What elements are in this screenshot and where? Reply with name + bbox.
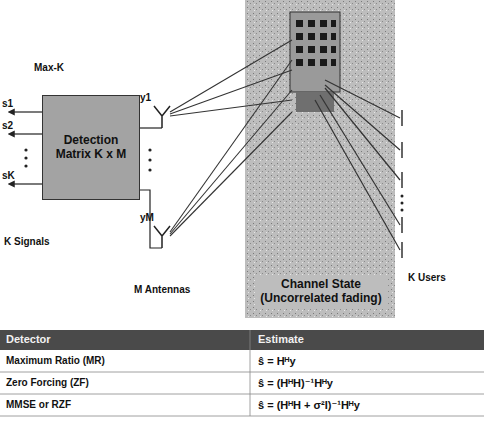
antenna-name: yM bbox=[140, 212, 154, 224]
signal-name: sK bbox=[2, 170, 15, 182]
antenna-rays bbox=[170, 40, 292, 236]
channel-panel-region: Channel State (Uncorrelated fading) bbox=[245, 0, 397, 318]
table-cell: Zero Forcing (ZF) bbox=[6, 377, 89, 389]
group-label: M Antennas bbox=[134, 284, 190, 296]
antenna-wire bbox=[140, 128, 162, 248]
table-cell: ŝ = Hᴴy bbox=[258, 355, 296, 368]
node-text: Channel State (Uncorrelated fading) bbox=[255, 276, 387, 308]
channel-panel bbox=[245, 0, 395, 318]
table-cell: ŝ = (HᴴH)⁻¹Hᴴy bbox=[258, 377, 333, 390]
table-header-cell: Detector bbox=[6, 333, 51, 346]
table-cell: Maximum Ratio (MR) bbox=[6, 355, 105, 367]
node-text: Detection Matrix K x M bbox=[49, 134, 133, 162]
signal-name: s2 bbox=[2, 120, 13, 132]
group-label: K Users bbox=[408, 272, 446, 284]
table-rules bbox=[0, 330, 484, 416]
antenna-symbol bbox=[154, 106, 170, 248]
table-cell: MMSE or RZF bbox=[6, 399, 71, 411]
matrix-box: Detection Matrix K x M bbox=[42, 95, 140, 200]
group-label: K Signals bbox=[4, 236, 50, 248]
user-terminals bbox=[401, 110, 403, 258]
channel-rays bbox=[315, 80, 400, 250]
antenna-name: y1 bbox=[140, 92, 151, 104]
signal-arrow bbox=[14, 112, 42, 184]
table-header-cell: Estimate bbox=[258, 333, 304, 346]
table-cell: ŝ = (HᴴH + σ²I)⁻¹Hᴴy bbox=[258, 399, 360, 412]
signal-name: s1 bbox=[2, 98, 13, 110]
note: Max-K bbox=[34, 62, 64, 74]
table-header bbox=[0, 330, 484, 350]
